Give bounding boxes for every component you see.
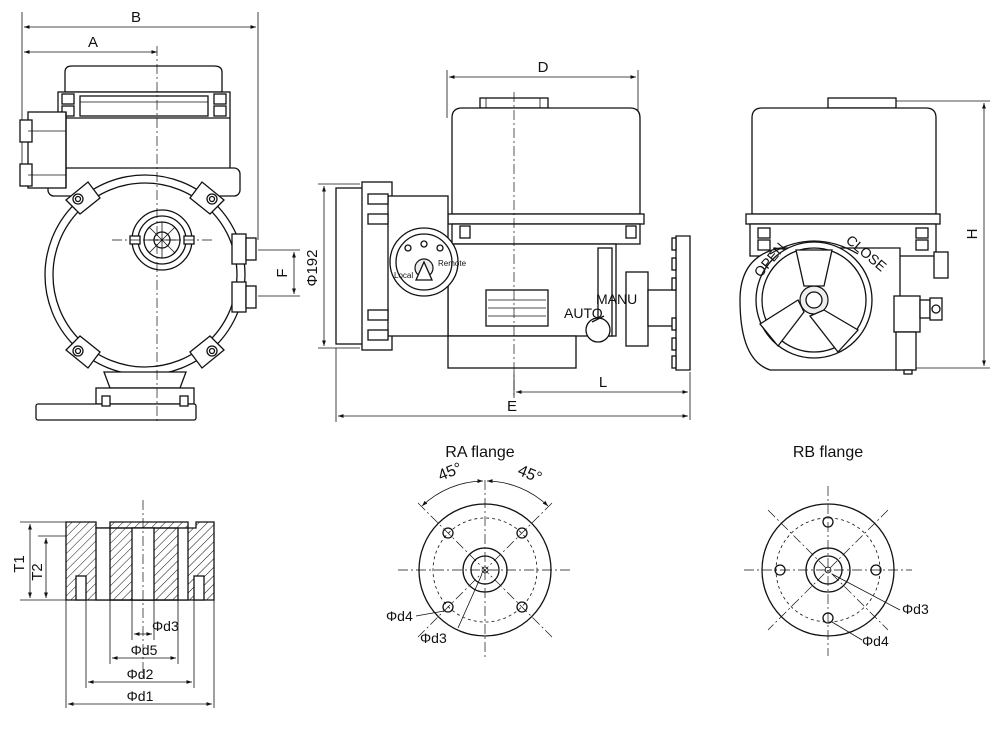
dim-t2-label: T2: [29, 563, 46, 581]
rb-d4-label: Φd4: [862, 633, 889, 649]
manu-label: MANU: [596, 291, 637, 307]
dim-a-label: A: [88, 34, 98, 51]
dim-h-label: H: [964, 229, 981, 240]
dim-d5-label: Φd5: [131, 642, 158, 658]
dim-t1-label: T1: [11, 555, 28, 573]
ra-flange-title: RA flange: [445, 444, 514, 461]
local-label: Local: [394, 271, 413, 280]
rb-d3-label: Φd3: [902, 601, 929, 617]
auto-label: AUTO: [564, 305, 603, 321]
rb-flange-title: RB flange: [793, 444, 863, 461]
rb-flange: RB flange Φd3 Φd4: [744, 444, 929, 656]
shaft-section: T1 T2 Φd3 Φd5 Φd2 Φd1: [11, 500, 215, 708]
dim-f-label: F: [274, 268, 291, 277]
dim-b-label: B: [131, 9, 141, 26]
end-view: H OPEN CLOSE: [739, 97, 990, 375]
dim-l-label: L: [599, 374, 607, 391]
side-view: B A: [19, 9, 300, 424]
dim-d3-label: Φd3: [152, 618, 179, 634]
ra-flange: RA flange 45° 45° Φd4 Φd3: [386, 444, 572, 660]
angle-left-label: 45°: [436, 460, 465, 485]
dim-e-label: E: [507, 398, 517, 415]
front-view: D AUTO MANU: [304, 59, 691, 422]
dim-phi192-label: Φ192: [304, 250, 321, 287]
dim-d2-label: Φd2: [127, 666, 154, 682]
dim-d1-label: Φd1: [127, 688, 154, 704]
ra-d4-label: Φd4: [386, 608, 413, 624]
angle-right-label: 45°: [515, 462, 544, 487]
dim-d-label: D: [538, 59, 549, 76]
remote-label: Remote: [438, 259, 467, 268]
ra-d3-label: Φd3: [420, 630, 447, 646]
